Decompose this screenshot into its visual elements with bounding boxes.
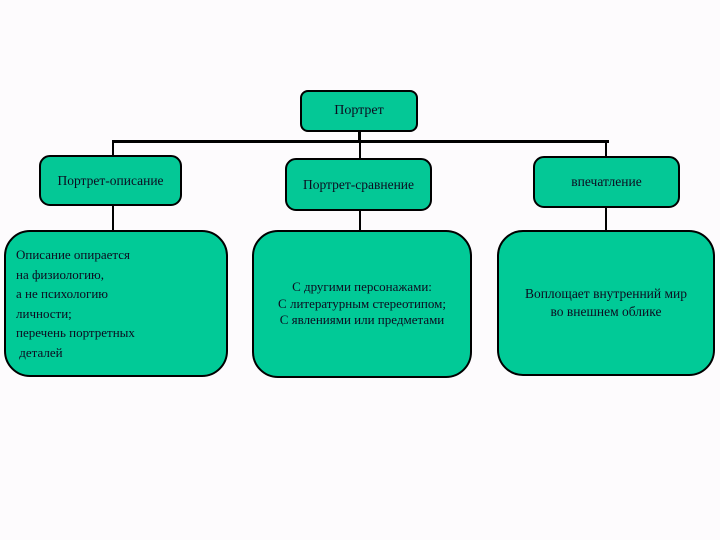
branch-node-portrait-comparison: Портрет-сравнение [285, 158, 432, 211]
connector-drop-description-lower [112, 205, 114, 231]
branch-label: Портрет-описание [57, 172, 164, 188]
connector-drop-description-upper [112, 142, 114, 156]
branch-node-impression: впечатление [533, 156, 680, 208]
connector-drop-impression-lower [605, 207, 607, 231]
detail-text: С другими персонажами: С литературным ст… [278, 279, 446, 329]
detail-node-impression: Воплощает внутренний мир во внешнем обли… [497, 230, 715, 376]
detail-line: а не психологию [16, 286, 109, 301]
detail-line: личности; [16, 305, 72, 321]
detail-line: Описание опирается [16, 247, 130, 262]
detail-line: перечень портретных [16, 325, 135, 340]
detail-line: во внешнем облике [550, 304, 662, 319]
detail-text: Описание опирается на физиологию, а не п… [16, 245, 135, 362]
branch-label: Портрет-сравнение [302, 176, 415, 192]
connector-drop-comparison-lower [359, 210, 361, 231]
connector-root-stub [358, 131, 361, 142]
root-node-label: Портрет [334, 103, 384, 118]
connector-horizontal-bar [112, 140, 609, 143]
detail-line: на физиологию, [16, 266, 105, 282]
detail-line: С явлениями или предметами [279, 312, 445, 328]
detail-line: Воплощает внутренний мир [524, 285, 688, 301]
detail-line: деталей [16, 344, 63, 360]
connector-drop-comparison-upper [359, 142, 361, 159]
detail-node-portrait-description: Описание опирается на физиологию, а не п… [4, 230, 228, 377]
branch-node-portrait-description: Портрет-описание [39, 155, 182, 206]
branch-label: впечатление [571, 174, 642, 189]
detail-line: С другими персонажами: [292, 279, 432, 295]
detail-text: Воплощает внутренний мир во внешнем обли… [525, 285, 687, 322]
detail-line: С литературным стереотипом; [278, 295, 446, 311]
root-node-portrait: Портрет [300, 90, 418, 132]
detail-node-portrait-comparison: С другими персонажами: С литературным ст… [252, 230, 472, 378]
connector-drop-impression-upper [605, 142, 607, 157]
